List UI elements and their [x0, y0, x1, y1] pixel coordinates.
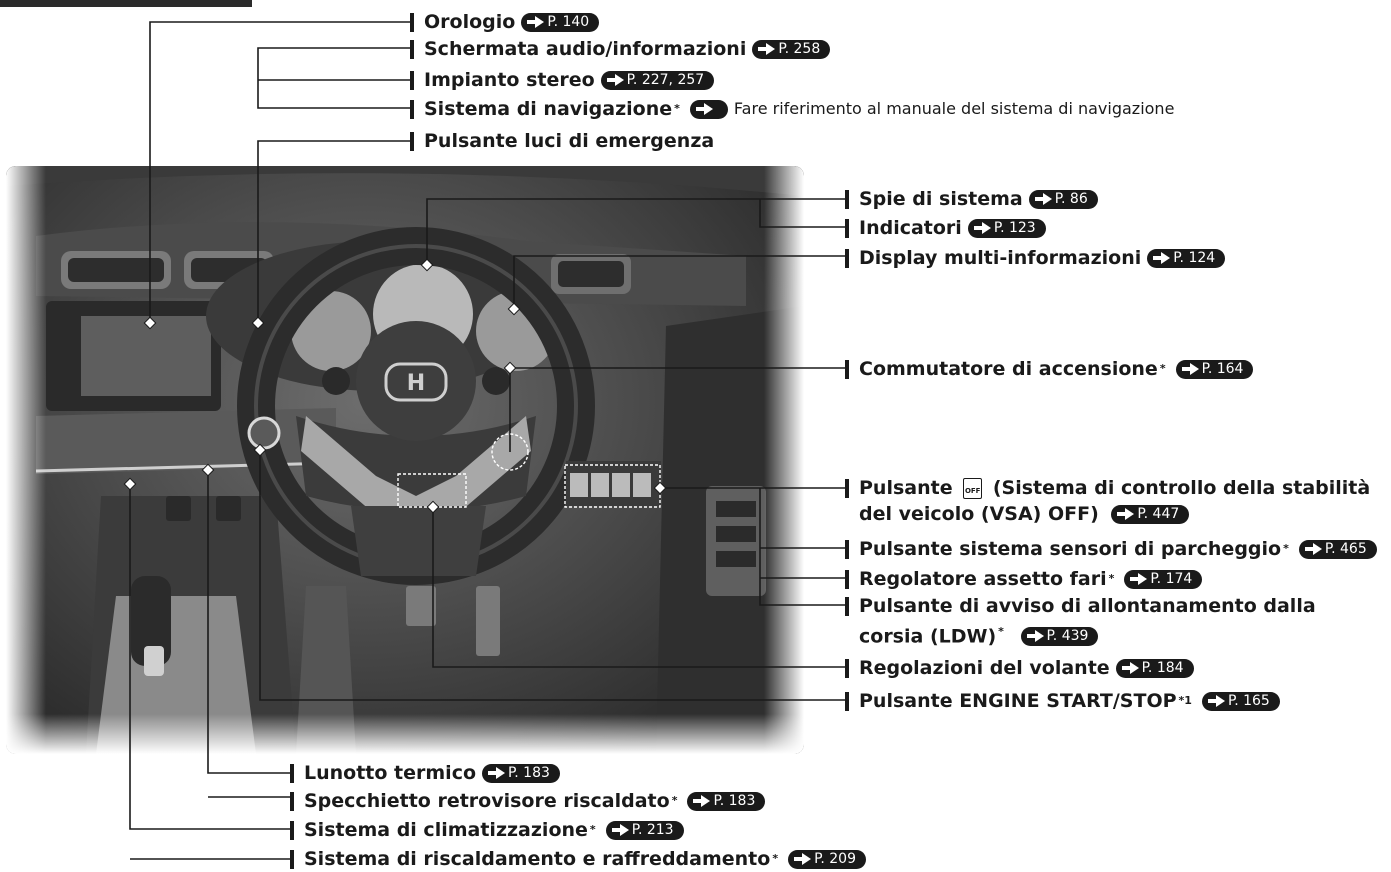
page-ref-badge[interactable]: P. 209: [788, 849, 866, 869]
label-vsa-off: Pulsante OFF (Sistema di controllo della…: [845, 476, 1370, 526]
page-ref-badge[interactable]: P. 140: [521, 12, 600, 32]
label-commutatore-accensione: Commutatore di accensione* P. 164: [845, 357, 1254, 381]
page-ref-badge[interactable]: P. 465: [1298, 539, 1377, 559]
label-impianto-stereo: Impianto stereo P. 227, 257: [410, 68, 715, 92]
page-ref-badge[interactable]: P. 165: [1201, 691, 1280, 711]
label-engine-start-stop: Pulsante ENGINE START/STOP*1 P. 165: [845, 689, 1280, 713]
page-ref-badge[interactable]: P. 184: [1115, 658, 1194, 678]
label-assetto-fari: Regolatore assetto fari* P. 174: [845, 567, 1203, 591]
label-specchietto-riscaldato: Specchietto retrovisore riscaldato* P. 1…: [290, 789, 766, 813]
label-indicatori: Indicatori P. 123: [845, 216, 1046, 240]
label-ldw: Pulsante di avviso di allontanamento dal…: [845, 594, 1316, 648]
section-header-bar: [0, 0, 252, 7]
page-ref-badge[interactable]: P. 183: [687, 791, 766, 811]
page-ref-badge[interactable]: P. 86: [1028, 189, 1098, 209]
label-lunotto-termico: Lunotto termico P. 183: [290, 761, 560, 785]
dashboard-photo: H: [6, 166, 804, 754]
label-regolazioni-volante: Regolazioni del volante P. 184: [845, 656, 1194, 680]
page-ref-badge[interactable]: P. 123: [967, 218, 1046, 238]
label-display-multi-info: Display multi-informazioni P. 124: [845, 246, 1226, 270]
label-spie-sistema: Spie di sistema P. 86: [845, 187, 1098, 211]
page-ref-badge[interactable]: P. 447: [1111, 504, 1190, 524]
label-schermata-audio: Schermata audio/informazioni P. 258: [410, 37, 831, 61]
vsa-off-icon: OFF: [963, 478, 983, 499]
label-sistema-navigazione: Sistema di navigazione* Fare riferimento…: [410, 97, 1174, 121]
page-ref-badge[interactable]: P. 164: [1175, 359, 1254, 379]
label-climatizzazione: Sistema di climatizzazione* P. 213: [290, 818, 684, 842]
label-sensori-parcheggio: Pulsante sistema sensori di parcheggio* …: [845, 537, 1377, 561]
page-ref-badge[interactable]: P. 213: [605, 820, 684, 840]
label-orologio: Orologio P. 140: [410, 10, 600, 34]
label-riscaldamento-raffreddamento: Sistema di riscaldamento e raffreddament…: [290, 847, 866, 871]
page-ref-badge[interactable]: P. 439: [1020, 626, 1099, 646]
label-luci-emergenza: Pulsante luci di emergenza: [410, 129, 714, 153]
page-ref-badge[interactable]: P. 174: [1124, 569, 1203, 589]
label-text: Orologio: [424, 11, 516, 33]
page-ref-badge[interactable]: P. 183: [482, 763, 560, 783]
honda-logo: H: [407, 371, 425, 396]
page-ref-badge[interactable]: P. 258: [752, 39, 831, 59]
ref-arrow-badge[interactable]: [689, 99, 728, 119]
page-ref-badge[interactable]: P. 227, 257: [600, 70, 715, 90]
page-ref-badge[interactable]: P. 124: [1147, 248, 1226, 268]
